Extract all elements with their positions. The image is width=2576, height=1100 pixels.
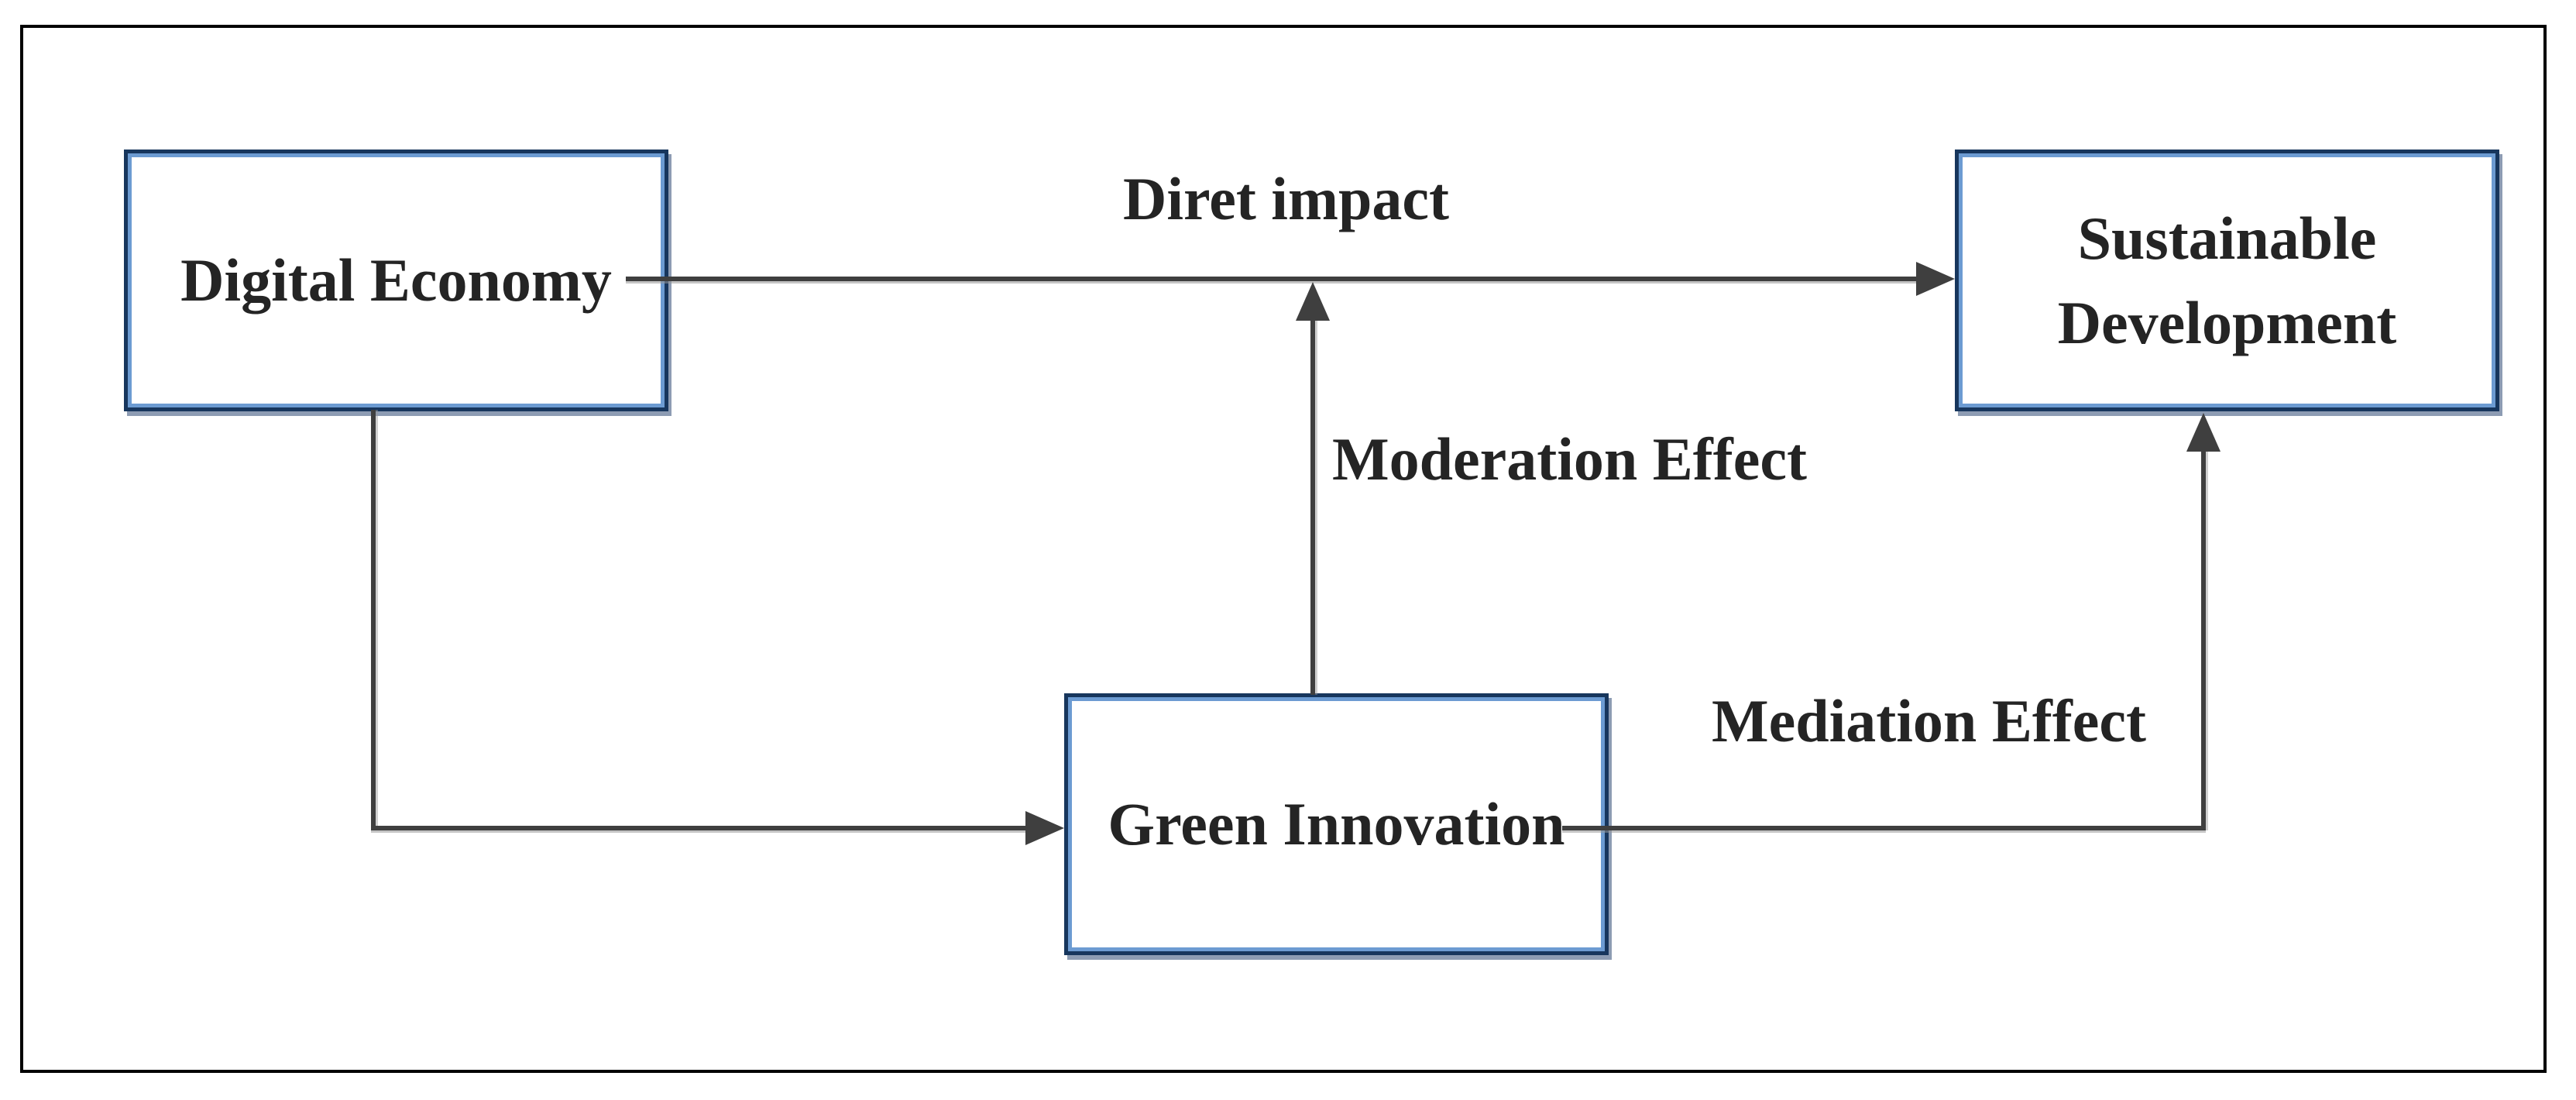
node-green-innovation: Green Innovation bbox=[1064, 693, 1609, 955]
node-digital-economy-label: Digital Economy bbox=[180, 246, 612, 315]
moderation-effect-label: Moderation Effect bbox=[1332, 425, 1807, 493]
figure-frame bbox=[20, 25, 2547, 1073]
mediation-connector-vertical bbox=[2201, 449, 2206, 830]
mediation-connector-horizontal bbox=[1562, 826, 2206, 830]
node-green-innovation-label: Green Innovation bbox=[1108, 790, 1565, 858]
direct-impact-label: Diret impact bbox=[1123, 165, 1449, 232]
node-digital-economy: Digital Economy bbox=[124, 150, 668, 411]
de-to-gi-connector-horizontal bbox=[371, 826, 1027, 830]
mediation-arrowhead-icon bbox=[2186, 413, 2221, 452]
moderation-connector-line bbox=[1310, 318, 1315, 695]
node-sustainable-development-label: Sustainable Development bbox=[2057, 204, 2397, 356]
node-sustainable-development: Sustainable Development bbox=[1955, 150, 2499, 411]
mediation-effect-label: Mediation Effect bbox=[1712, 687, 2147, 755]
moderation-arrowhead-icon bbox=[1296, 282, 1330, 321]
de-to-gi-connector-vertical bbox=[371, 410, 376, 830]
de-to-gi-arrowhead-icon bbox=[1025, 811, 1064, 845]
direct-impact-arrowhead-icon bbox=[1916, 262, 1955, 296]
direct-impact-connector-line bbox=[626, 277, 1918, 281]
